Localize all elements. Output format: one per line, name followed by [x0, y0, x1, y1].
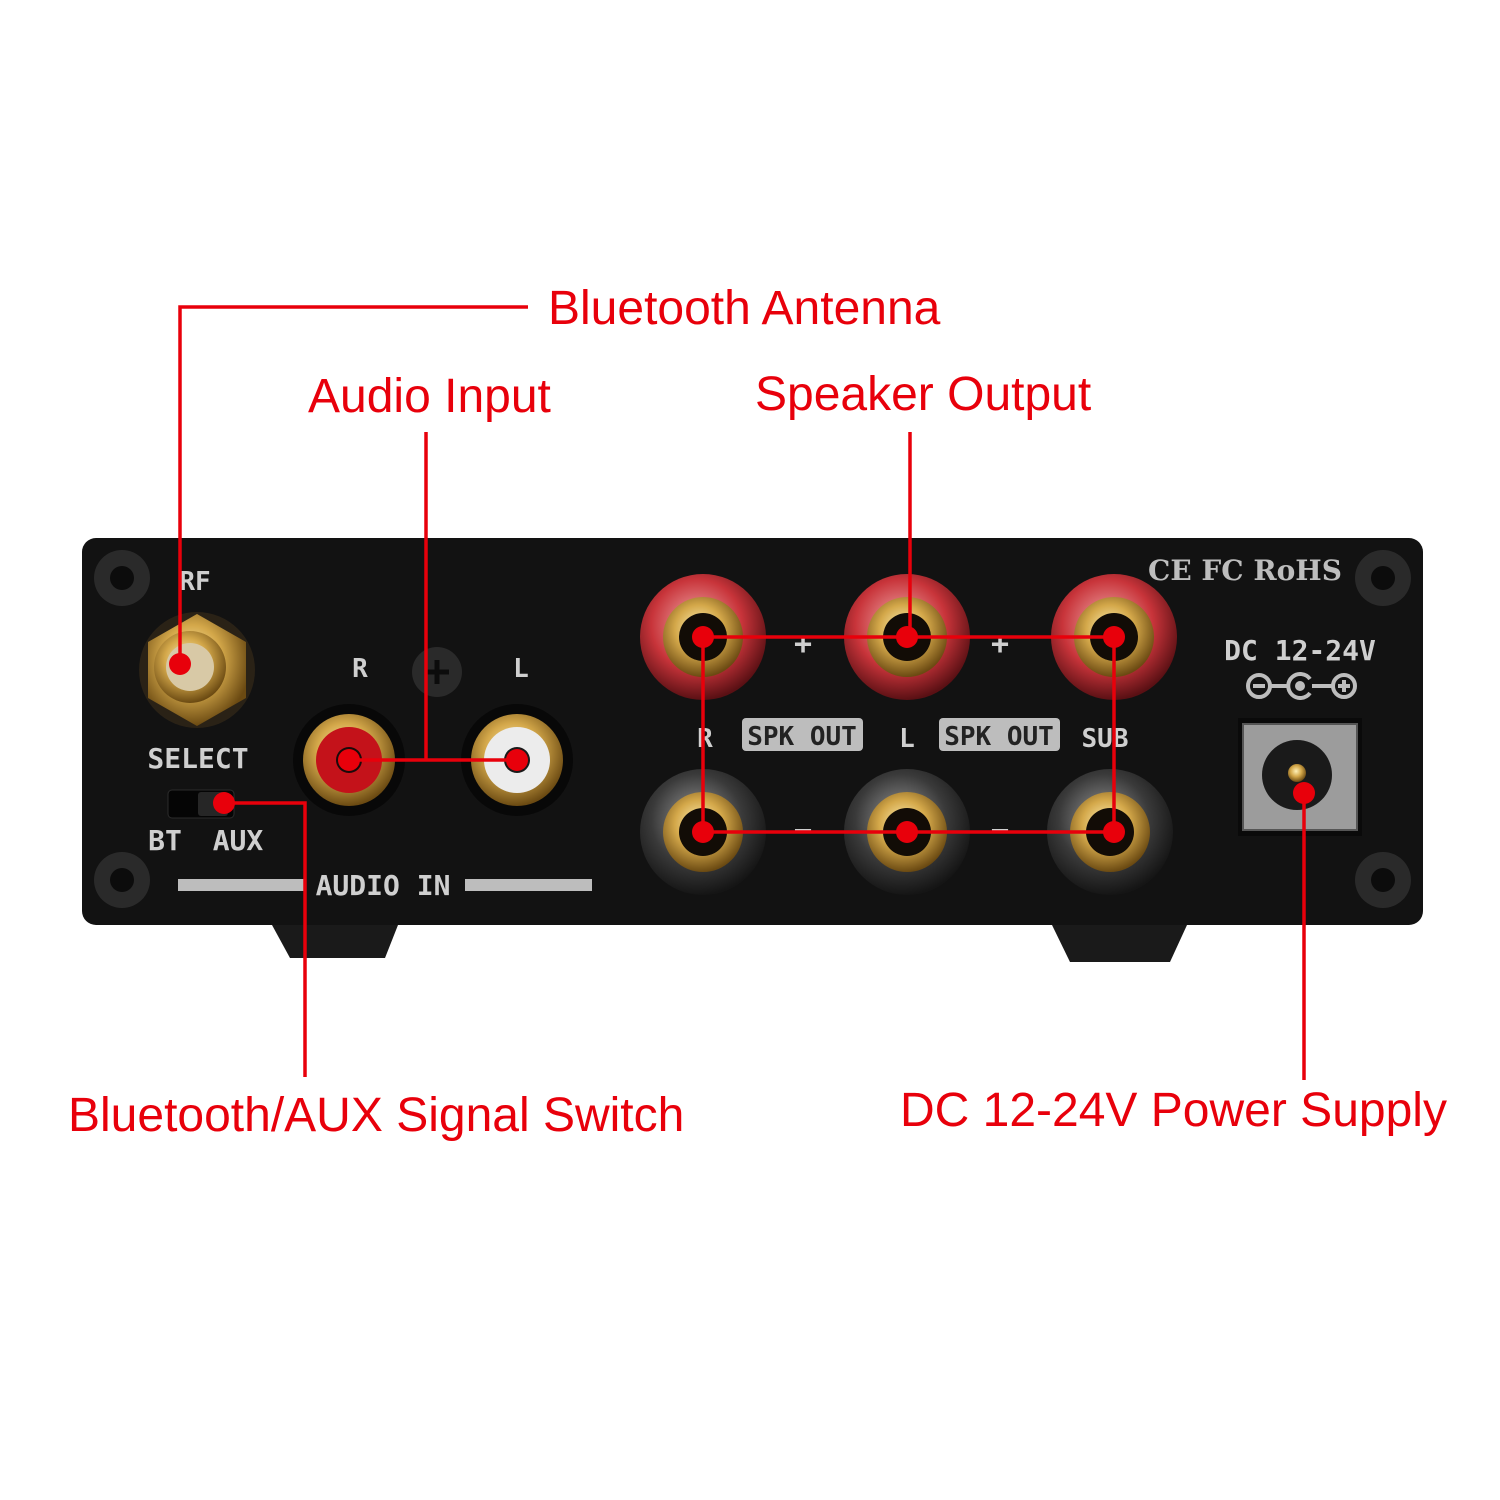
sub-label: SUB — [1082, 724, 1129, 754]
spk-out-label: SPK OUT — [944, 722, 1054, 752]
bt-label: BT — [148, 824, 182, 857]
select-label: SELECT — [147, 742, 248, 775]
svg-text:Bluetooth Antenna: Bluetooth Antenna — [548, 282, 941, 335]
certification-marks: CE FC RoHS — [1148, 554, 1342, 587]
plus-sign: + — [991, 627, 1009, 662]
foot-left — [272, 925, 398, 958]
audio-in-label: AUDIO IN — [316, 869, 451, 902]
foot-right — [1052, 925, 1187, 962]
audio-in-bar-left — [178, 879, 305, 891]
callout-power-supply: DC 12-24V Power Supply — [900, 782, 1447, 1137]
screw-icon — [94, 852, 150, 908]
spk-r-label: R — [697, 724, 713, 754]
plus-sign: + — [794, 627, 812, 662]
callout-bluetooth-antenna: Bluetooth Antenna — [169, 282, 941, 675]
screw-icon — [1355, 550, 1411, 606]
rca-l-label: L — [513, 654, 529, 684]
svg-text:DC 12-24V Power Supply: DC 12-24V Power Supply — [900, 1084, 1447, 1137]
callout-signal-switch: Bluetooth/AUX Signal Switch — [68, 792, 684, 1142]
screw-icon — [1355, 852, 1411, 908]
spk-l-label: L — [899, 724, 915, 754]
callout-audio-input: Audio Input — [308, 370, 551, 771]
polarity-symbol-icon — [1246, 672, 1357, 700]
spk-out-badge — [742, 718, 863, 751]
rf-label: RF — [179, 567, 210, 597]
antenna-connector[interactable] — [139, 612, 255, 728]
dc-power-jack[interactable] — [1238, 718, 1362, 836]
audio-in-bar-right — [465, 879, 592, 891]
screw-icon — [412, 647, 462, 697]
callout-speaker-output: Speaker Output — [692, 368, 1125, 843]
svg-text:Bluetooth/AUX Signal Switch: Bluetooth/AUX Signal Switch — [68, 1089, 684, 1142]
dc-rating-label: DC 12-24V — [1224, 634, 1376, 667]
svg-text:Speaker Output: Speaker Output — [755, 368, 1091, 421]
spk-out-label: SPK OUT — [747, 722, 857, 752]
svg-text:Audio Input: Audio Input — [308, 370, 551, 423]
screw-icon — [94, 550, 150, 606]
rca-r-label: R — [352, 654, 368, 684]
spk-out-badge — [939, 718, 1060, 751]
aux-label: AUX — [213, 824, 264, 857]
